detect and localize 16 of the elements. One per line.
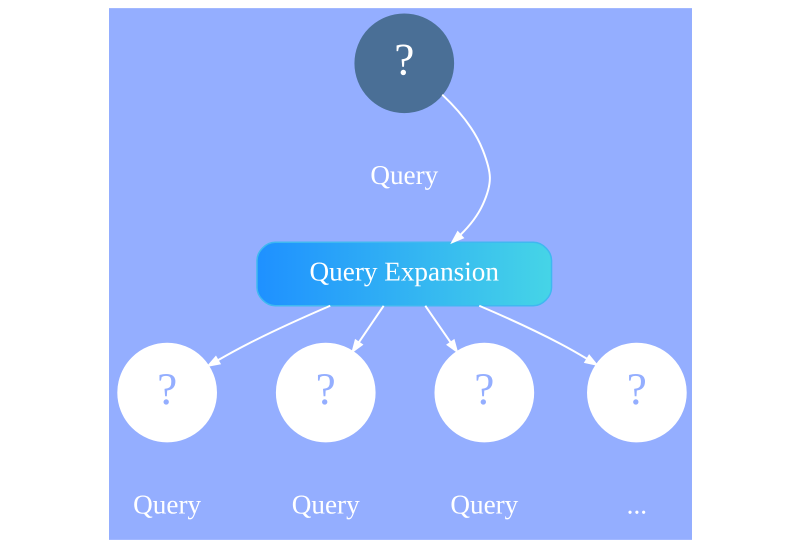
node-circle: ?: [434, 342, 534, 442]
node-box: Query Expansion: [256, 242, 552, 306]
node-circle: ?: [586, 342, 686, 442]
node-label: ...: [626, 489, 647, 520]
node-label: Query: [132, 489, 201, 520]
arrow: [205, 304, 330, 368]
node-label: Query: [450, 489, 518, 520]
arrow: [478, 304, 598, 366]
arrow: [424, 305, 458, 354]
node-label: Query: [370, 160, 438, 190]
arrow: [441, 94, 490, 244]
node-circle: ?: [116, 342, 216, 442]
node-circle: ?: [275, 342, 376, 442]
node-label: Query: [291, 489, 360, 520]
arrow: [350, 305, 384, 354]
node-circle: ?: [354, 13, 454, 114]
